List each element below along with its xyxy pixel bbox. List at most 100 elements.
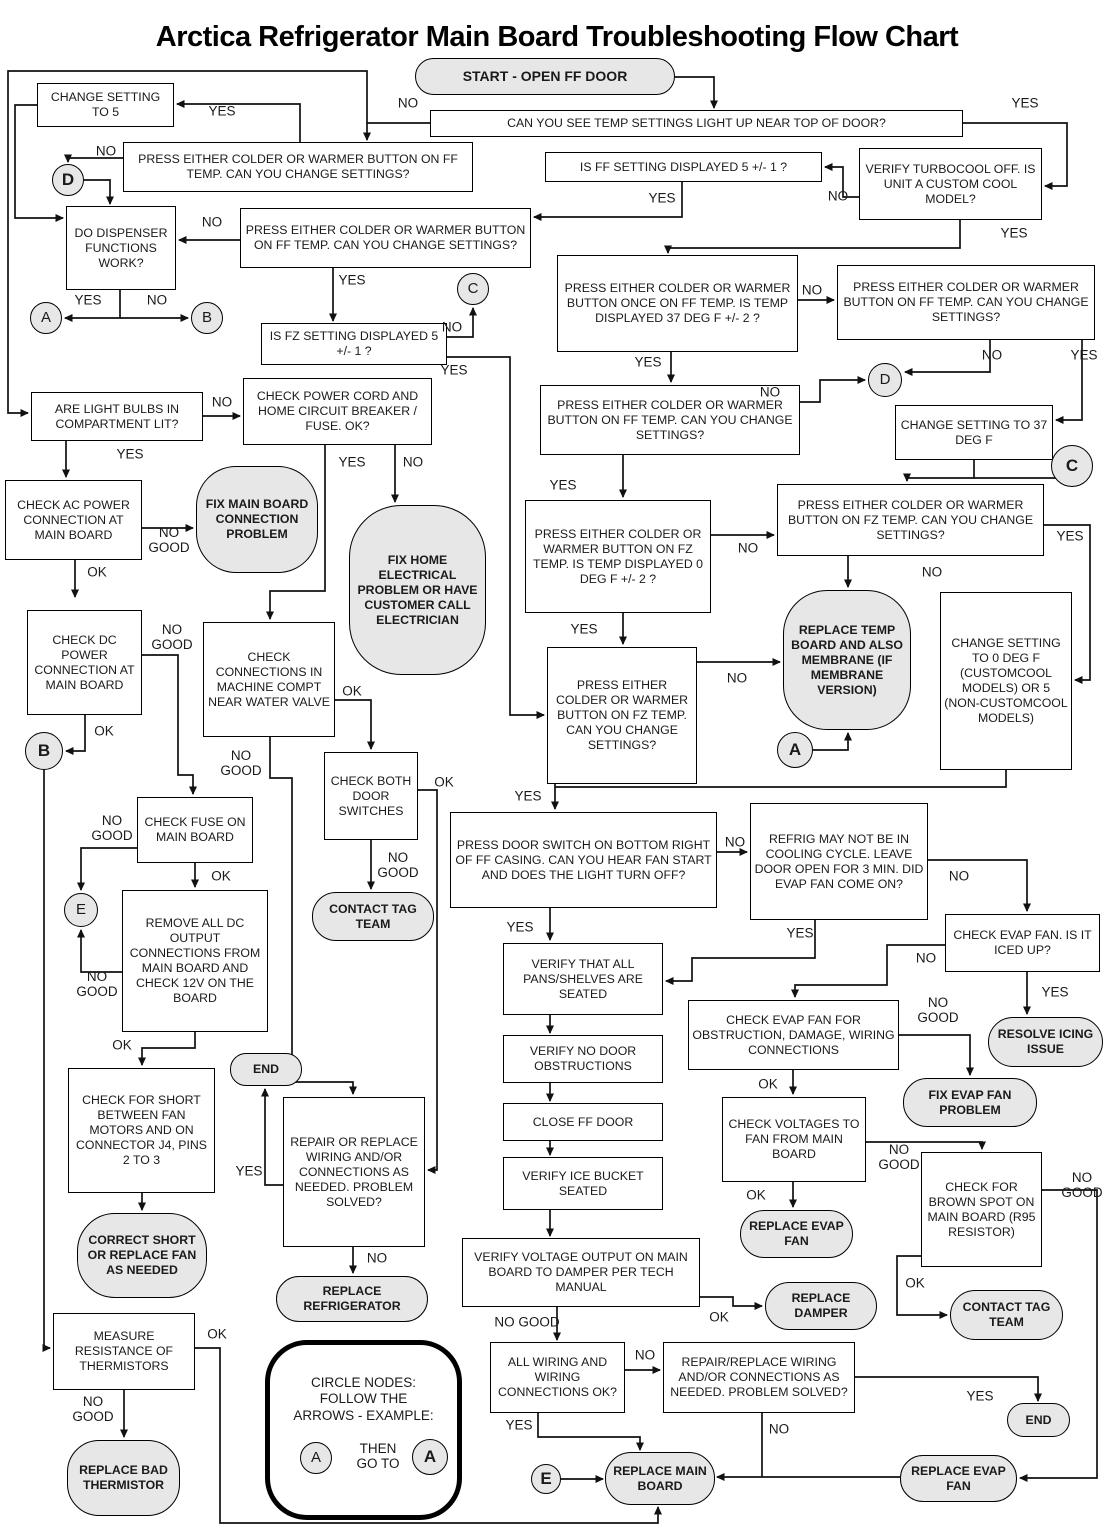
flow-edge-75 (138, 1032, 196, 1066)
edge-label-yes: YES (440, 362, 468, 378)
flow-edge-43 (896, 1255, 948, 1319)
node-end-1: END (230, 1053, 302, 1086)
edge-label-no: NO (921, 564, 943, 580)
node-are-light-bulbs: ARE LIGHT BULBS IN COMPARTMENT LIT? (31, 392, 203, 441)
node-contact-tag-team-2: CONTACT TAG TEAM (950, 1290, 1063, 1340)
edge-label-no: NO (397, 95, 419, 111)
node-e-2: E (531, 1464, 561, 1494)
edge-label-yes: YES (506, 919, 534, 935)
edge-label-yes: YES (208, 103, 236, 119)
edge-label-yes: YES (549, 477, 577, 493)
edge-label-ok: OK (211, 868, 231, 884)
edge-label-yes: YES (1011, 95, 1039, 111)
node-correct-short: CORRECT SHORT OR REPLACE FAN AS NEEDED (77, 1213, 207, 1298)
edge-label-yes: YES (966, 1388, 994, 1404)
node-check-evap-iced: CHECK EVAP FAN. IS IT ICED UP? (945, 914, 1100, 972)
edge-label-no: NO (366, 1250, 388, 1266)
node-refrig-cooling: REFRIG MAY NOT BE IN COOLING CYCLE. LEAV… (750, 803, 928, 920)
edge-label-yes: YES (505, 1417, 533, 1433)
legend-a-small: A (300, 1442, 332, 1474)
flow-edge-68 (335, 699, 375, 750)
node-d-2: D (868, 363, 902, 397)
node-d-1: D (52, 164, 84, 196)
flow-edge-19 (904, 340, 991, 376)
node-replace-bad-thermistor: REPLACE BAD THERMISTOR (67, 1440, 180, 1516)
edge-label-no-good: NO GOOD (1061, 1170, 1103, 1200)
edge-label-no-good: NO GOOD (76, 969, 118, 999)
node-b-1: B (191, 302, 223, 334)
node-repair-or-replace-1: REPAIR OR REPLACE WIRING AND/OR CONNECTI… (283, 1097, 425, 1247)
flow-edge-39 (899, 1034, 974, 1076)
edge-label-no: NO (827, 188, 849, 204)
node-legend: CIRCLE NODES: FOLLOW THE ARROWS - EXAMPL… (265, 1340, 462, 1520)
node-resolve-icing: RESOLVE ICING ISSUE (988, 1017, 1103, 1067)
node-do-dispenser: DO DISPENSER FUNCTIONS WORK? (66, 206, 176, 290)
node-check-ac-power: CHECK AC POWER CONNECTION AT MAIN BOARD (5, 480, 142, 560)
flow-edge-15 (447, 307, 477, 338)
edge-label-ok: OK (746, 1187, 766, 1203)
edge-label-no: NO (146, 292, 168, 308)
flow-edge-35 (928, 859, 1031, 912)
flow-edge-23 (903, 460, 975, 482)
edge-label-ok: OK (112, 1037, 132, 1053)
flow-edge-0 (675, 76, 718, 109)
flow-edge-74 (77, 929, 122, 973)
node-change-setting-0: CHANGE SETTING TO 0 DEG F (CUSTOMCOOL MO… (940, 592, 1072, 770)
edge-label-no: NO (211, 394, 233, 410)
node-end-2: END (1007, 1403, 1070, 1437)
edge-label-no: NO (981, 347, 1003, 363)
flow-edge-61 (142, 654, 197, 795)
edge-label-ok: OK (342, 683, 362, 699)
node-press-ff-3: PRESS EITHER COLDER OR WARMER BUTTON ON … (837, 265, 1095, 340)
flow-edge-60 (65, 715, 86, 755)
node-check-voltages-fan: CHECK VOLTAGES TO FAN FROM MAIN BOARD (722, 1097, 866, 1182)
edge-label-no: NO (726, 670, 748, 686)
flow-edge-21 (800, 376, 866, 403)
edge-label-no-good: NO GOOD (151, 622, 193, 652)
node-check-brown-spot: CHECK FOR BROWN SPOT ON MAIN BOARD (R95 … (921, 1152, 1042, 1267)
edge-label-no: NO (948, 868, 970, 884)
flow-edge-4 (824, 163, 859, 198)
flow-edge-37 (791, 944, 945, 998)
edge-label-no: NO (634, 1347, 656, 1363)
flow-edge-28 (1044, 524, 1091, 684)
node-press-ff-2: PRESS EITHER COLDER OR WARMER BUTTON ON … (240, 208, 531, 268)
flow-edge-32 (813, 732, 852, 751)
flow-edge-8 (64, 154, 123, 163)
edge-label-ok: OK (905, 1275, 925, 1291)
flow-edge-52 (537, 1413, 644, 1451)
node-press-once-37: PRESS EITHER COLDER OR WARMER BUTTON ONC… (557, 255, 798, 352)
edge-label-no-good: NO GOOD (91, 813, 133, 843)
node-verify-turbocool: VERIFY TURBOCOOL OFF. IS UNIT A CUSTOM C… (859, 148, 1042, 220)
edge-label-no: NO (759, 384, 781, 400)
node-verify-no-door-obstructions: VERIFY NO DOOR OBSTRUCTIONS (503, 1035, 663, 1083)
flow-edge-2 (7, 70, 368, 417)
flow-edge-44 (1019, 1189, 1098, 1482)
node-replace-damper: REPLACE DAMPER (765, 1282, 877, 1330)
edge-label-yes: YES (648, 190, 676, 206)
flow-edge-3 (963, 122, 1068, 190)
node-replace-main-board: REPLACE MAIN BOARD (605, 1452, 715, 1505)
node-check-power-cord: CHECK POWER CORD AND HOME CIRCUIT BREAKE… (243, 378, 432, 445)
edge-label-yes: YES (1070, 347, 1098, 363)
flow-edge-1 (363, 122, 430, 141)
edge-label-no: NO (801, 282, 823, 298)
node-check-fuse: CHECK FUSE ON MAIN BOARD (137, 797, 253, 863)
edge-label-no: NO (95, 143, 117, 159)
node-remove-dc-output: REMOVE ALL DC OUTPUT CONNECTIONS FROM MA… (122, 890, 268, 1032)
node-check-door-switches: CHECK BOTH DOOR SWITCHES (324, 752, 418, 840)
node-b-2: B (25, 732, 63, 770)
node-replace-temp-board: REPLACE TEMP BOARD AND ALSO MEMBRANE (IF… (783, 590, 911, 730)
edge-label-ok: OK (94, 723, 114, 739)
edge-label-yes: YES (235, 1163, 263, 1179)
node-a-1: A (30, 302, 62, 334)
node-replace-evap-fan-2: REPLACE EVAP FAN (900, 1455, 1017, 1502)
node-press-door-switch: PRESS DOOR SWITCH ON BOTTOM RIGHT OF FF … (450, 812, 717, 908)
edge-label-ok: OK (434, 774, 454, 790)
edge-label-no-good: NO GOOD (72, 1394, 114, 1424)
node-measure-resistance: MEASURE RESISTANCE OF THERMISTORS (53, 1313, 195, 1390)
edge-label-yes: YES (570, 621, 598, 637)
edge-label-no: NO (737, 540, 759, 556)
edge-label-no: NO (768, 1421, 790, 1437)
edge-label-ok: OK (709, 1309, 729, 1325)
